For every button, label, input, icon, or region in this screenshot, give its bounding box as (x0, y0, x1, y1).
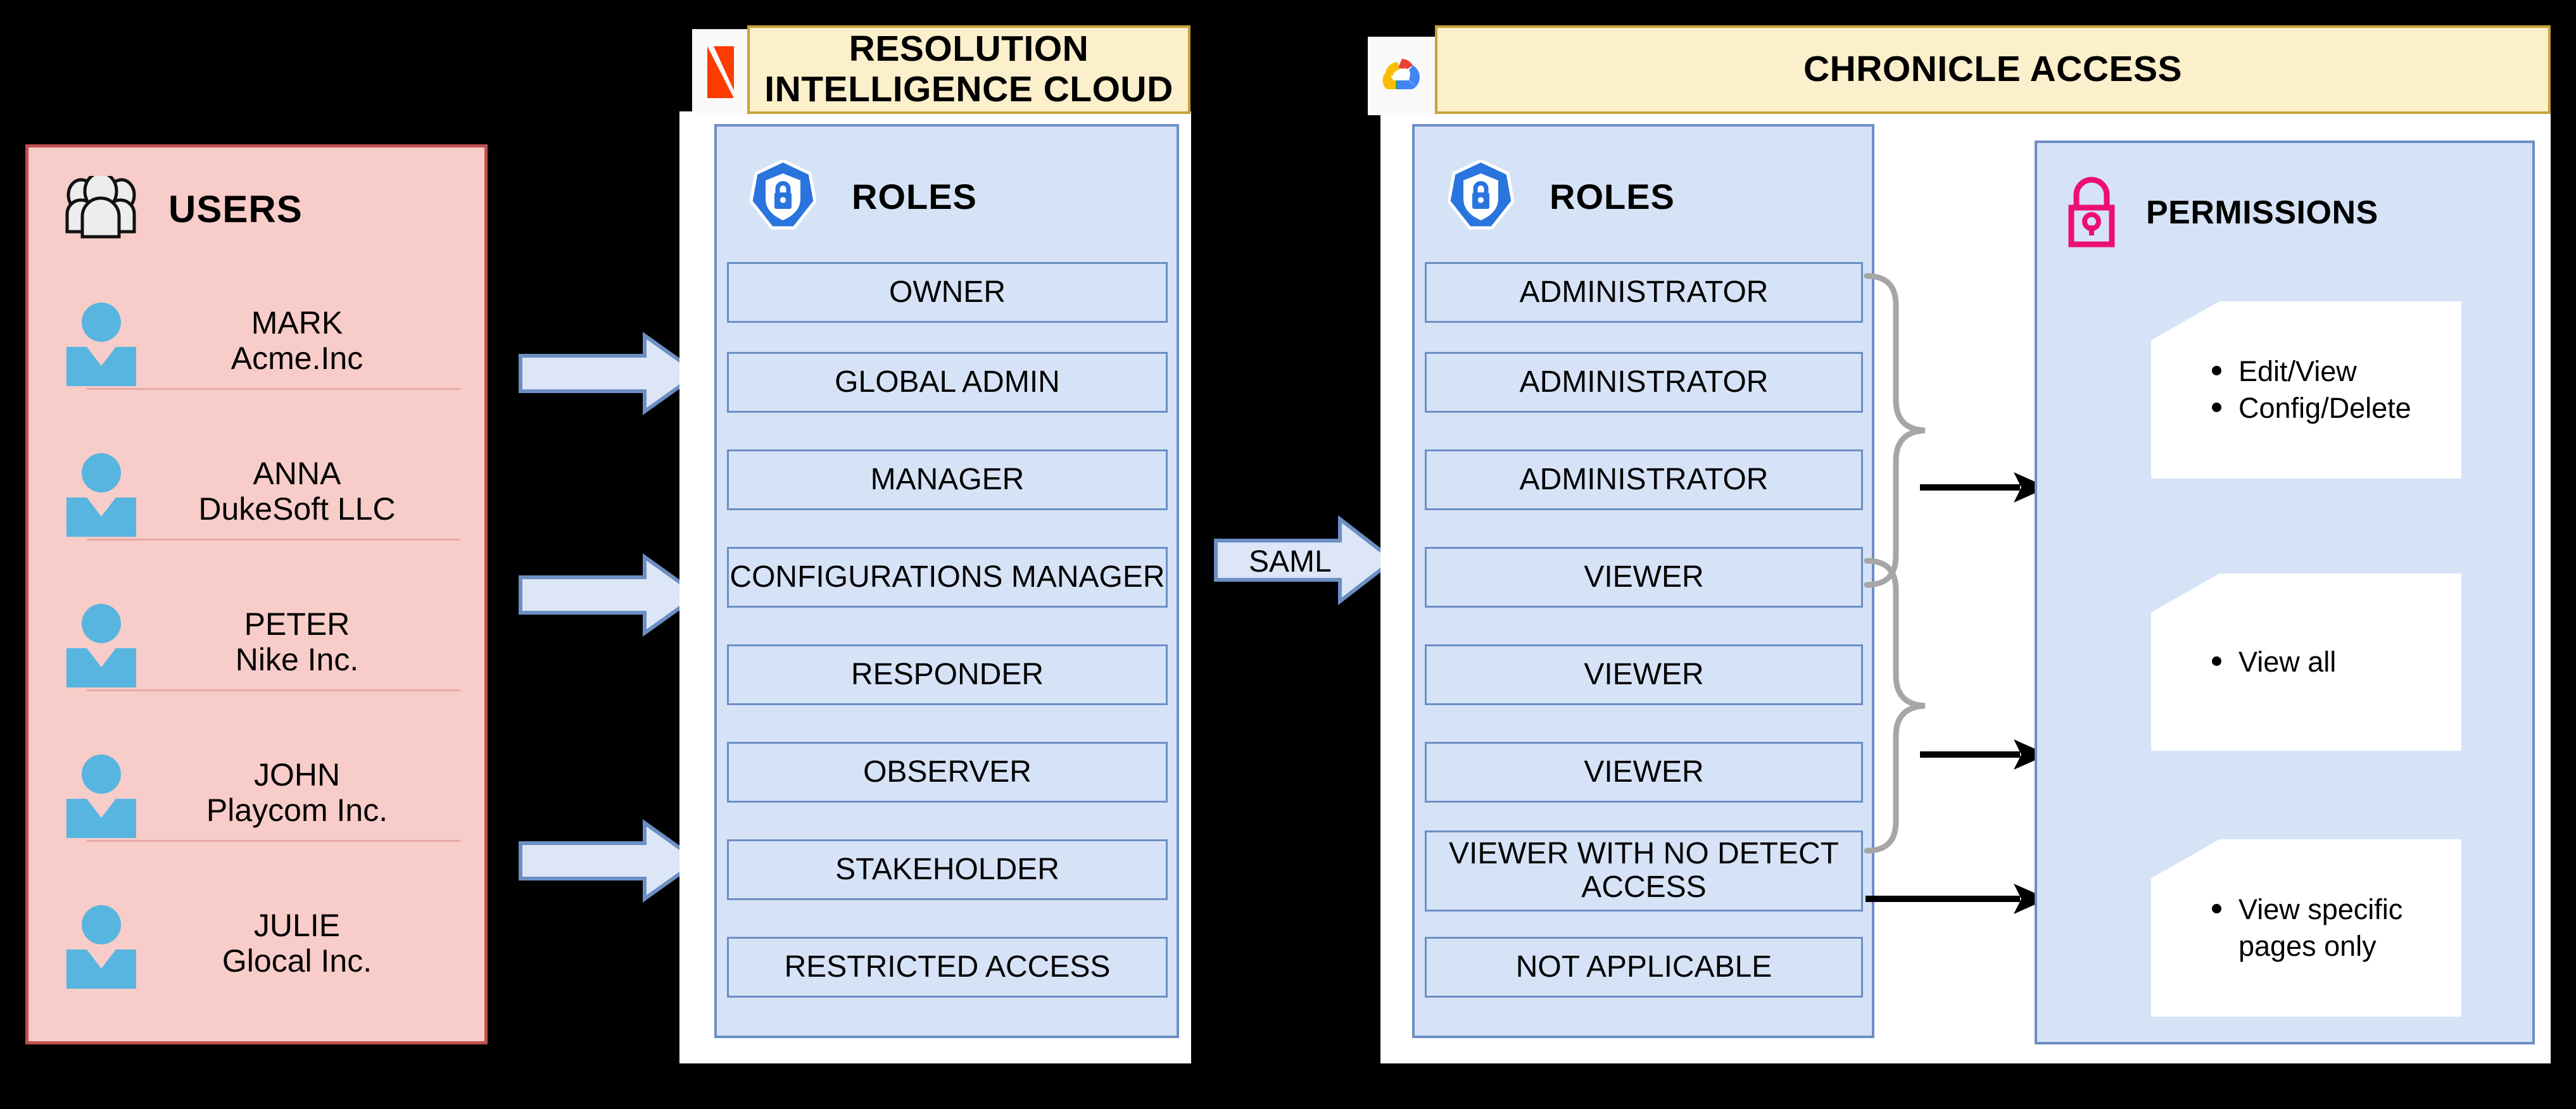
role-label: NOT APPLICABLE (1515, 949, 1772, 984)
chronicle-role-viewer-1[interactable]: VIEWER (1425, 547, 1863, 608)
permissions-box: PERMISSIONS Edit/View Config/Delete View… (2035, 141, 2535, 1044)
chronicle-roles-box: ROLES ADMINISTRATOR ADMINISTRATOR ADMINI… (1412, 124, 1874, 1038)
chronicle-role-viewer-3[interactable]: VIEWER (1425, 742, 1863, 803)
brace-admin-group (1863, 272, 1939, 592)
role-label: VIEWER WITH NO DETECT ACCESS (1449, 837, 1839, 904)
arrow-admin-to-permission (1919, 468, 2049, 510)
saml-label: SAML (1249, 545, 1332, 579)
users-panel-header: USERS (63, 171, 303, 242)
chronicle-roles-header: ROLES (1447, 159, 1675, 234)
divider (87, 689, 460, 691)
user-org: Glocal Inc. (222, 943, 372, 979)
user-name: MARK (251, 305, 343, 341)
role-label: ADMINISTRATOR (1519, 365, 1769, 399)
user-org: Playcom Inc. (206, 793, 388, 828)
netenrich-n-logo (692, 29, 749, 115)
chronicle-roles-label: ROLES (1550, 177, 1675, 216)
user-name: JULIE (253, 908, 341, 943)
avatar (66, 303, 136, 386)
chronicle-role-viewer-2[interactable]: VIEWER (1425, 644, 1863, 705)
role-label: STAKEHOLDER (835, 852, 1059, 886)
arrow-users-to-roles-2 (519, 553, 702, 637)
chronicle-title: CHRONICLE ACCESS (1803, 49, 2183, 90)
shield-lock-icon (1447, 159, 1515, 234)
ric-roles-label: ROLES (852, 177, 977, 216)
ric-title-band: RESOLUTION INTELLIGENCE CLOUD (747, 25, 1190, 114)
divider (87, 539, 460, 541)
arrow-viewer-to-permission (1919, 736, 2049, 777)
arrow-users-to-roles-1 (519, 332, 702, 415)
users-panel: USERS MARK Acme.Inc ANNA DukeSoft LLC PE… (25, 144, 488, 1044)
ric-title-line2: INTELLIGENCE CLOUD (764, 69, 1173, 110)
chronicle-role-administrator-1[interactable]: ADMINISTRATOR (1425, 262, 1863, 323)
ric-role-observer[interactable]: OBSERVER (727, 742, 1168, 803)
role-label: OBSERVER (863, 755, 1032, 789)
permission-item: View specific pages only (2209, 891, 2436, 964)
arrow-users-to-roles-3 (519, 819, 702, 903)
chronicle-title-band: CHRONICLE ACCESS (1435, 25, 2551, 114)
chronicle-role-viewer-no-detect[interactable]: VIEWER WITH NO DETECT ACCESS (1425, 830, 1863, 912)
permission-item: Config/Delete (2209, 390, 2461, 427)
shield-lock-icon (749, 159, 817, 234)
arrow-no-detect-to-permission (1864, 880, 2049, 921)
role-label: CONFIGURATIONS MANAGER (729, 560, 1165, 594)
user-org: DukeSoft LLC (198, 491, 396, 527)
user-org: Nike Inc. (235, 642, 359, 677)
user-org: Acme.Inc (230, 341, 363, 376)
role-label: VIEWER (1584, 560, 1704, 594)
role-label: RESTRICTED ACCESS (784, 949, 1111, 984)
user-name: PETER (244, 606, 350, 642)
ric-role-restricted-access[interactable]: RESTRICTED ACCESS (727, 937, 1168, 998)
role-label: RESPONDER (850, 657, 1044, 691)
divider (87, 840, 460, 842)
role-label: ADMINISTRATOR (1519, 462, 1769, 496)
user-name: ANNA (253, 456, 341, 491)
google-cloud-logo (1368, 37, 1437, 115)
ric-role-responder[interactable]: RESPONDER (727, 644, 1168, 705)
brace-viewer-group (1863, 557, 1939, 858)
avatar (66, 453, 136, 537)
user-row-julie: JULIE Glocal Inc. (59, 870, 464, 1016)
role-label: OWNER (889, 275, 1006, 309)
user-row-john: JOHN Playcom Inc. (59, 720, 464, 865)
user-name: JOHN (253, 757, 341, 793)
chronicle-role-administrator-3[interactable]: ADMINISTRATOR (1425, 449, 1863, 510)
role-label: ADMINISTRATOR (1519, 275, 1769, 309)
permission-card-view-all: View all (2151, 573, 2461, 751)
ric-title-line1: RESOLUTION (849, 28, 1089, 70)
users-panel-title: USERS (168, 188, 303, 230)
permissions-header: PERMISSIONS (2062, 173, 2378, 251)
chronicle-role-not-applicable[interactable]: NOT APPLICABLE (1425, 937, 1863, 998)
user-row-peter: PETER Nike Inc. (59, 569, 464, 715)
avatar (66, 604, 136, 687)
ric-role-global-admin[interactable]: GLOBAL ADMIN (727, 352, 1168, 413)
users-group-icon (63, 171, 138, 242)
padlock-icon (2062, 173, 2121, 251)
permission-card-edit-config: Edit/View Config/Delete (2151, 301, 2461, 479)
permission-item: Edit/View (2209, 353, 2461, 390)
permission-card-view-specific: View specific pages only (2151, 839, 2461, 1017)
role-label: VIEWER (1584, 755, 1704, 789)
arrow-saml (1214, 515, 1396, 606)
user-row-mark: MARK Acme.Inc (59, 268, 464, 413)
permission-item: View all (2209, 644, 2461, 680)
role-label: MANAGER (870, 462, 1025, 496)
avatar (66, 755, 136, 838)
ric-role-configurations-manager[interactable]: CONFIGURATIONS MANAGER (727, 547, 1168, 608)
ric-roles-box: ROLES OWNER GLOBAL ADMIN MANAGER CONFIGU… (714, 124, 1179, 1038)
role-label: GLOBAL ADMIN (835, 365, 1060, 399)
avatar (66, 905, 136, 989)
role-label: VIEWER (1584, 657, 1704, 691)
ric-roles-header: ROLES (749, 159, 977, 234)
divider (87, 388, 460, 390)
chronicle-role-administrator-2[interactable]: ADMINISTRATOR (1425, 352, 1863, 413)
user-row-anna: ANNA DukeSoft LLC (59, 418, 464, 564)
ric-role-stakeholder[interactable]: STAKEHOLDER (727, 839, 1168, 900)
permissions-title: PERMISSIONS (2146, 194, 2378, 231)
ric-role-owner[interactable]: OWNER (727, 262, 1168, 323)
ric-role-manager[interactable]: MANAGER (727, 449, 1168, 510)
